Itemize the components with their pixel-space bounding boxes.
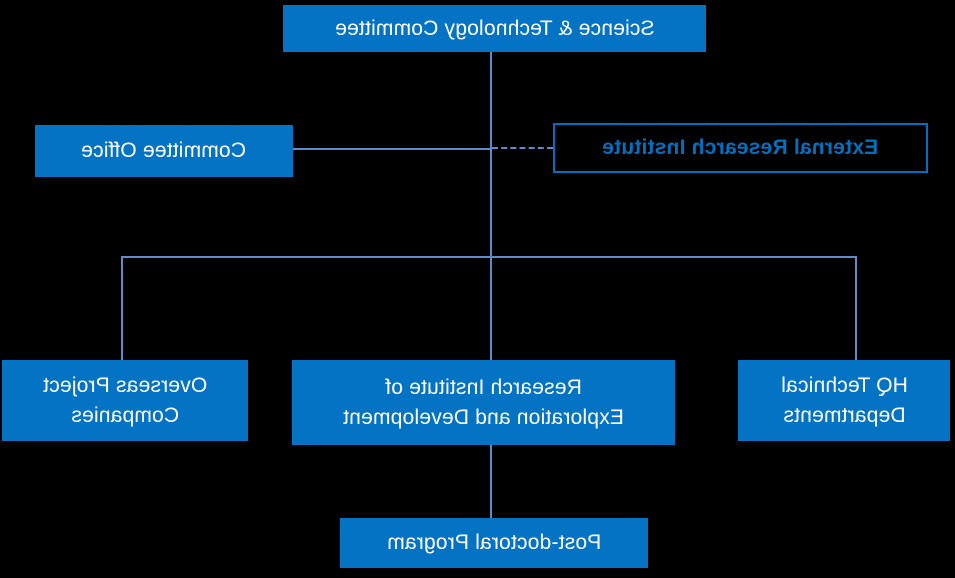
node-committee-office-label: Committee Office: [81, 139, 247, 162]
node-external-research-institute-label: External Research Institute: [602, 136, 879, 159]
connector-committee-to-branch-vertical: [490, 52, 492, 360]
node-post-doctoral-program-label: Post-doctoral Program: [386, 531, 602, 554]
node-overseas-project-companies-label: Overseas Project Companies: [42, 373, 208, 427]
connector-postdoc-vertical: [490, 445, 492, 518]
node-post-doctoral-program: Post-doctoral Program: [340, 518, 648, 568]
connector-branch-horizontal: [121, 256, 857, 258]
connector-overseas-vertical: [121, 256, 123, 360]
node-research-institute-exploration-development: Research Institute of Exploration and De…: [292, 360, 675, 445]
node-committee-office: Committee Office: [35, 125, 293, 177]
connector-external-dashed-horizontal: [492, 147, 553, 149]
node-external-research-institute: External Research Institute: [553, 123, 928, 173]
node-science-technology-committee: Science & Technology Committee: [283, 5, 706, 52]
node-hq-technical-departments-label: HQ Technical Departments: [780, 373, 908, 427]
connector-office-horizontal: [293, 148, 491, 150]
node-research-institute-exploration-development-label: Research Institute of Exploration and De…: [343, 375, 624, 429]
node-science-technology-committee-label: Science & Technology Committee: [334, 16, 655, 40]
connector-hq-vertical: [855, 256, 857, 360]
node-overseas-project-companies: Overseas Project Companies: [2, 360, 248, 441]
node-hq-technical-departments: HQ Technical Departments: [738, 360, 950, 441]
